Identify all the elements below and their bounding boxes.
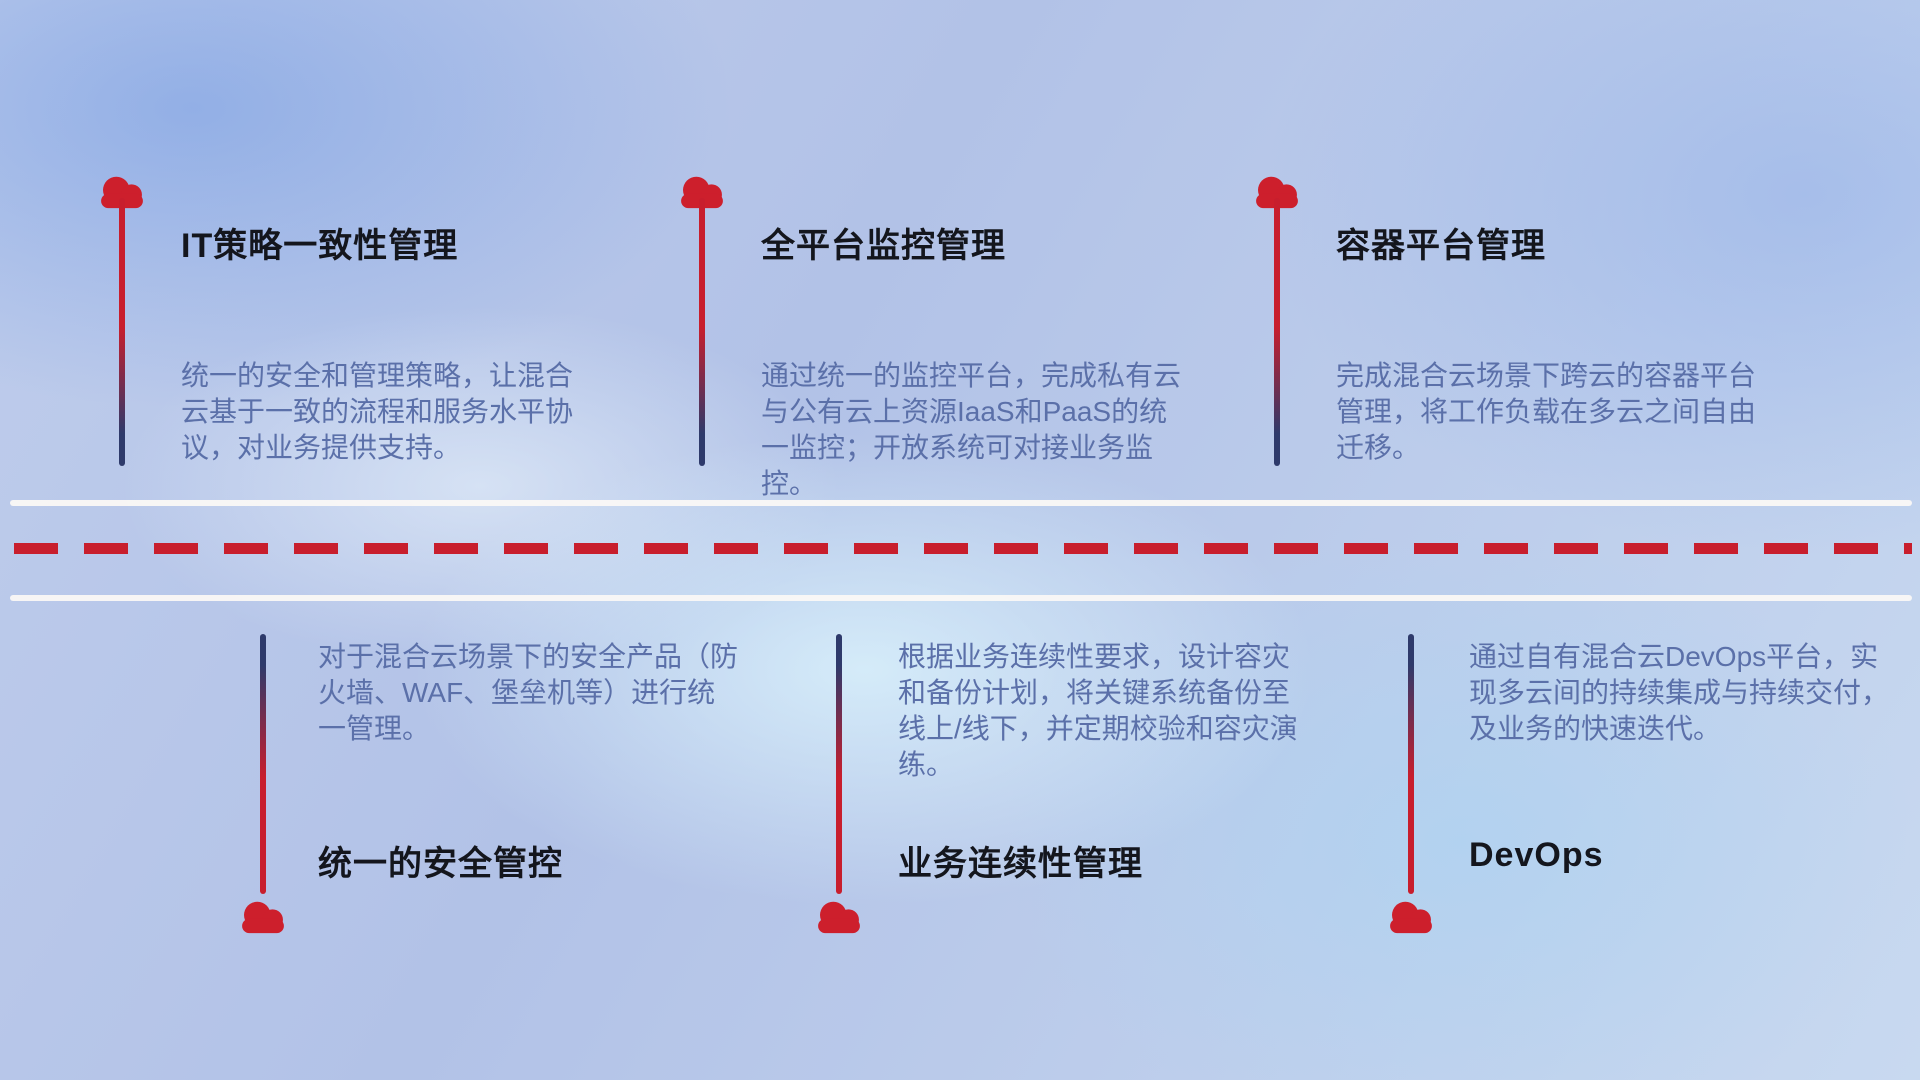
divider-white-line-top	[10, 500, 1912, 506]
divider-white-line-bottom	[10, 595, 1912, 601]
item-description: 统一的安全和管理策略，让混合云基于一致的流程和服务水平协议，对业务提供支持。	[181, 360, 574, 463]
item-title: 业务连续性管理	[898, 845, 1143, 883]
timeline-stem	[119, 198, 125, 466]
item-title: 全平台监控管理	[761, 227, 1006, 265]
item-description: 对于混合云场景下的安全产品（防火墙、WAF、堡垒机等）进行统一管理。	[318, 641, 739, 744]
item-title: IT策略一致性管理	[181, 227, 459, 265]
timeline-stem	[1408, 634, 1414, 894]
cloud-icon	[1250, 172, 1304, 210]
cloud-icon	[236, 897, 290, 935]
item-description: 根据业务连续性要求，设计容灾和备份计划，将关键系统备份至线上/线下，并定期校验和…	[898, 641, 1298, 780]
cloud-icon	[1384, 897, 1438, 935]
item-title: 容器平台管理	[1336, 227, 1546, 265]
timeline-stem	[836, 634, 842, 894]
timeline-stem	[1274, 198, 1280, 466]
item-description: 完成混合云场景下跨云的容器平台管理，将工作负载在多云之间自由迁移。	[1336, 360, 1757, 463]
timeline-stem	[260, 634, 266, 894]
item-title: 统一的安全管控	[318, 845, 563, 883]
cloud-icon	[95, 172, 149, 210]
timeline-stem	[699, 198, 705, 466]
item-title: DevOps	[1469, 836, 1604, 874]
cloud-icon	[812, 897, 866, 935]
divider-dashed-red-line	[14, 543, 1912, 554]
item-description: 通过自有混合云DevOps平台，实现多云间的持续集成与持续交付，及业务的快速迭代…	[1469, 641, 1890, 744]
item-description: 通过统一的监控平台，完成私有云与公有云上资源IaaS和PaaS的统一监控；开放系…	[761, 360, 1182, 499]
